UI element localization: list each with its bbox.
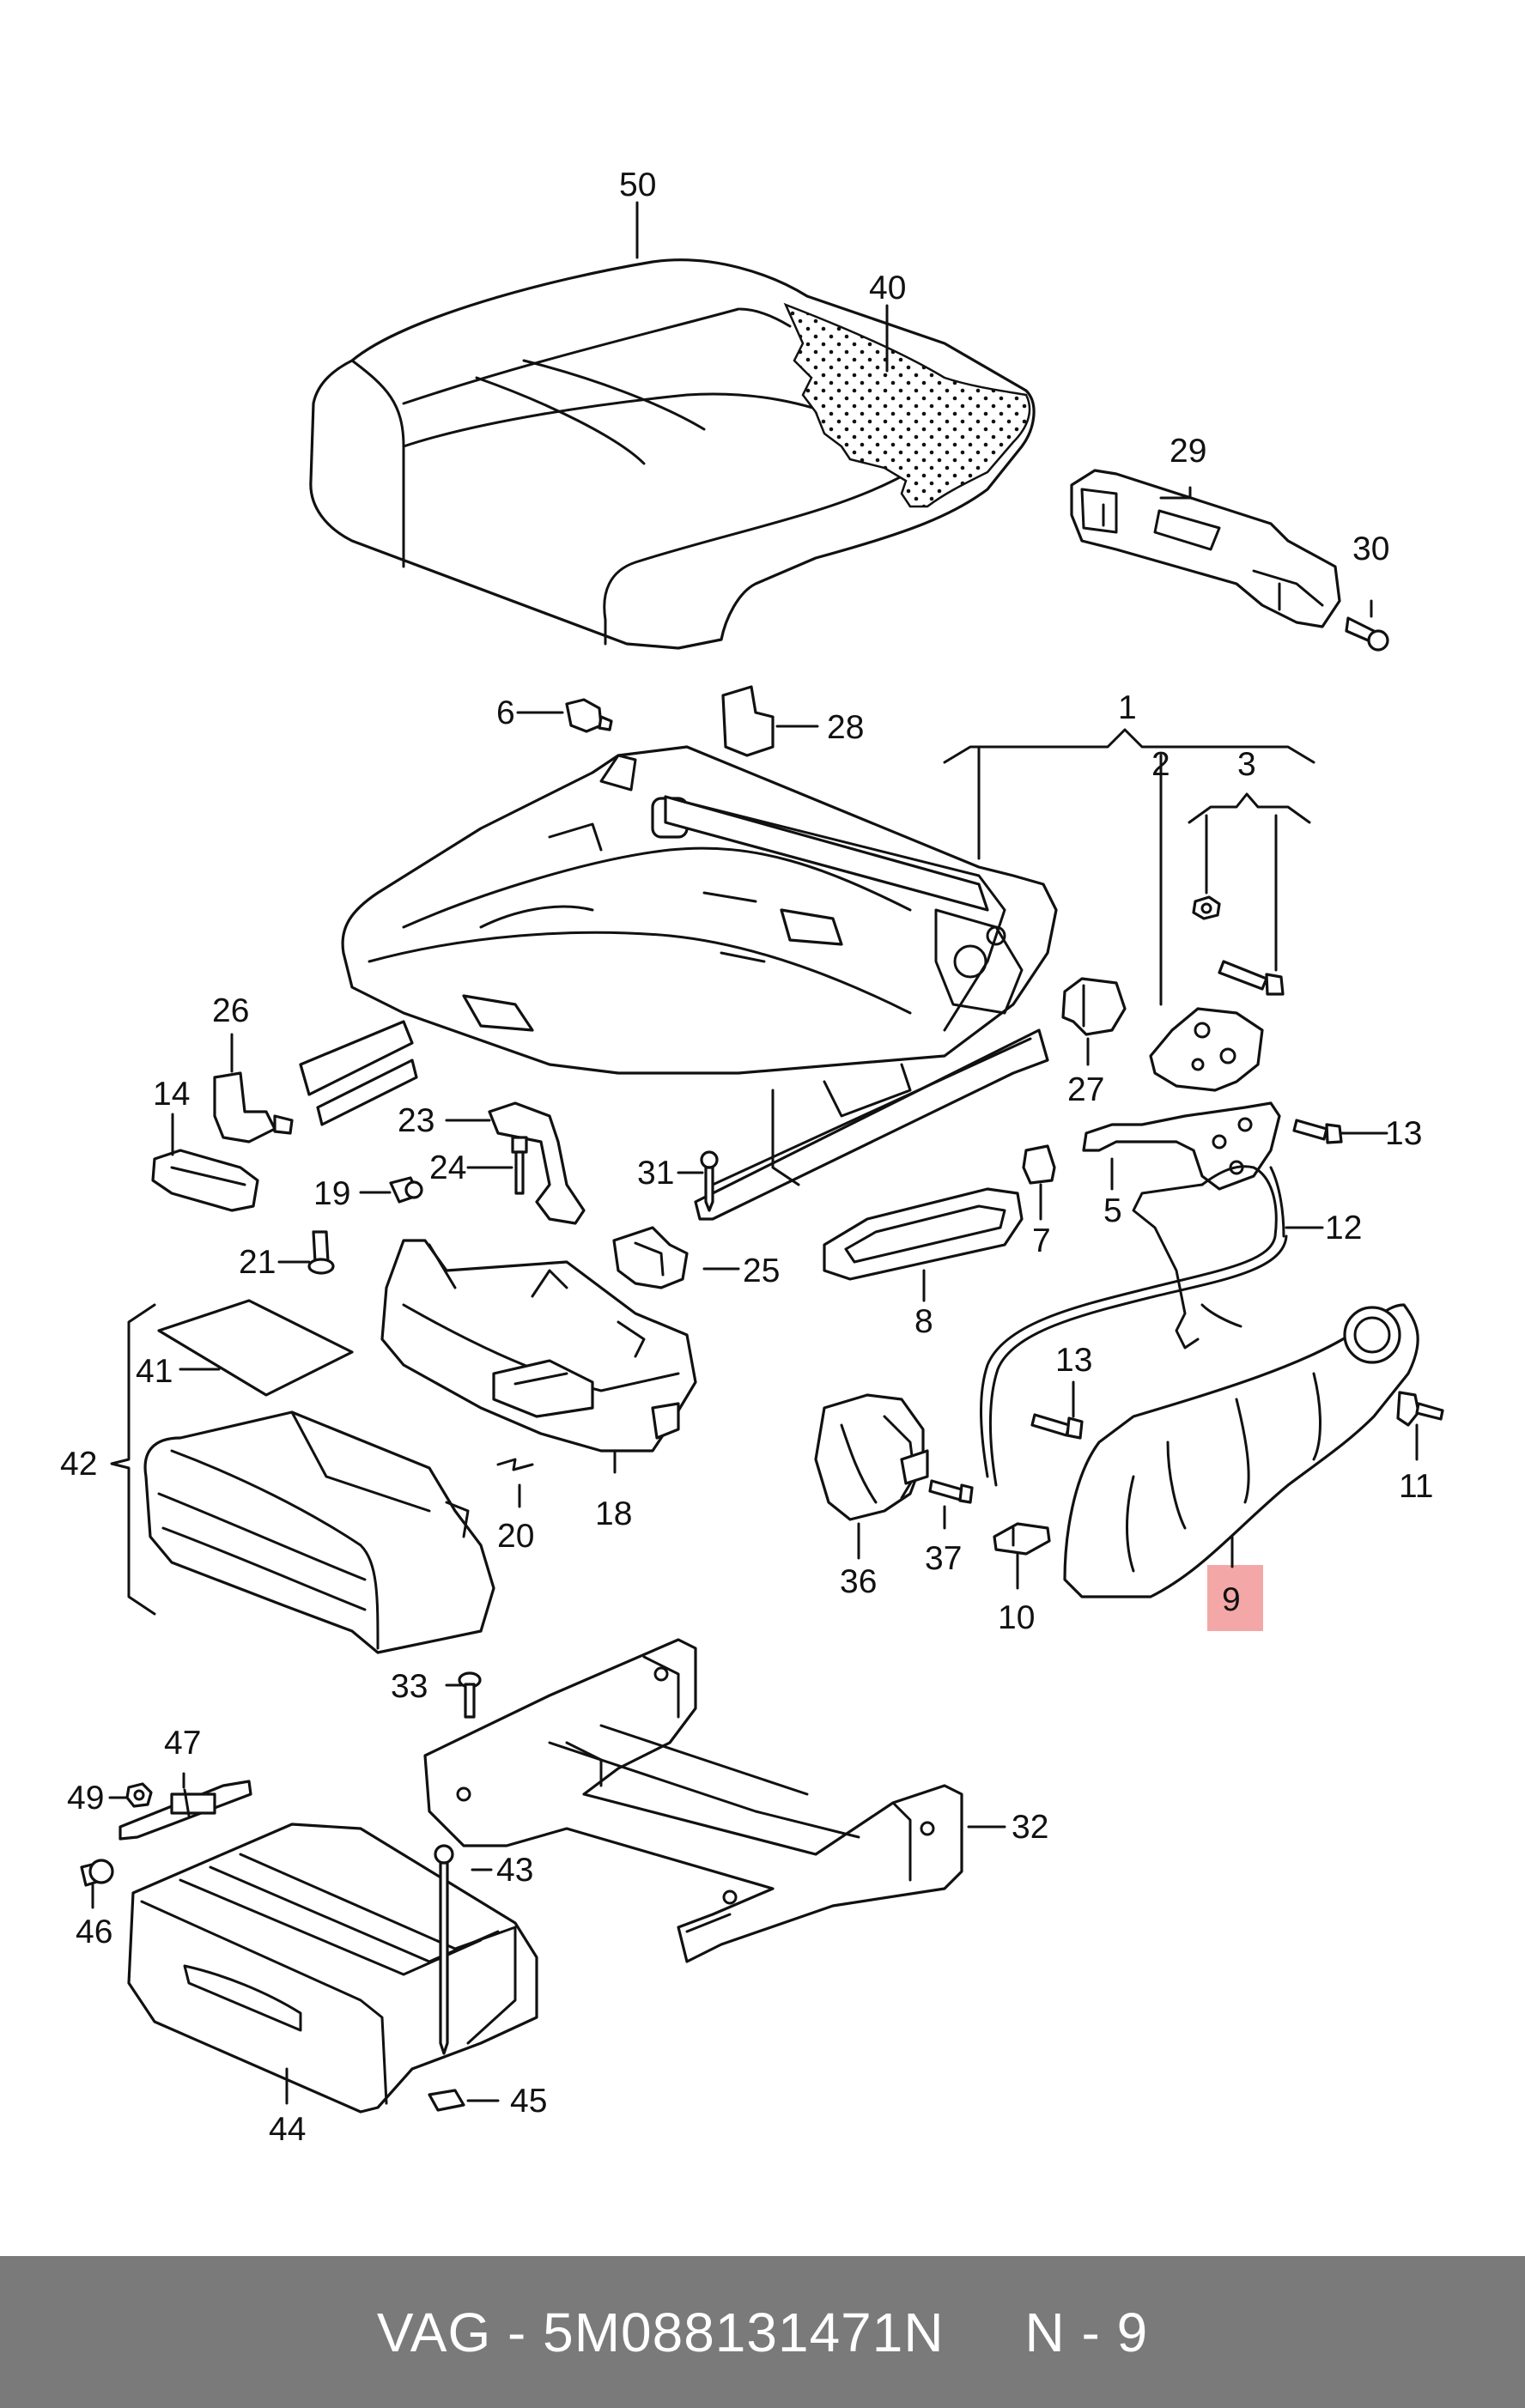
screw-30 bbox=[1345, 616, 1389, 652]
clip-7 bbox=[1022, 1144, 1056, 1185]
label-46: 46 bbox=[76, 1914, 112, 1950]
label-24: 24 bbox=[429, 1149, 466, 1186]
label-41: 41 bbox=[136, 1353, 173, 1390]
base-frame-32 bbox=[423, 1638, 963, 1963]
trim-8 bbox=[823, 1187, 1024, 1281]
label-33: 33 bbox=[391, 1668, 428, 1705]
label-42: 42 bbox=[60, 1446, 97, 1483]
bracket-2 bbox=[1149, 1007, 1264, 1092]
bracket-23 bbox=[488, 1101, 586, 1225]
nut-49 bbox=[125, 1782, 153, 1808]
bolt-6 bbox=[565, 698, 613, 733]
clip-25 bbox=[612, 1226, 689, 1289]
label-31: 31 bbox=[637, 1155, 674, 1192]
label-30: 30 bbox=[1352, 531, 1389, 567]
spring-20 bbox=[496, 1458, 534, 1471]
label-23: 23 bbox=[398, 1102, 434, 1139]
seat-rails bbox=[299, 1020, 1049, 1221]
label-2: 2 bbox=[1151, 746, 1170, 783]
label-14: 14 bbox=[153, 1076, 190, 1113]
label-11: 11 bbox=[1399, 1468, 1434, 1505]
clip-26 bbox=[213, 1071, 294, 1143]
clip-45 bbox=[428, 2089, 465, 2112]
heating-mat bbox=[783, 302, 1031, 508]
part-footer-bar: VAG - 5M088131471N N - 9 bbox=[0, 2256, 1525, 2408]
handle-14 bbox=[151, 1149, 259, 1212]
label-37: 37 bbox=[925, 1540, 962, 1577]
label-28: 28 bbox=[827, 709, 864, 746]
bolt-46 bbox=[80, 1859, 114, 1887]
tray-42 bbox=[143, 1410, 495, 1654]
bolt-13-top bbox=[1292, 1119, 1343, 1144]
clip-28 bbox=[721, 685, 775, 757]
label-9: 9 bbox=[1222, 1581, 1241, 1618]
label-45: 45 bbox=[510, 2083, 547, 2120]
label-36: 36 bbox=[840, 1563, 877, 1600]
label-12: 12 bbox=[1325, 1210, 1362, 1246]
leader-lines bbox=[91, 201, 1419, 2105]
bolt-24 bbox=[511, 1136, 528, 1195]
label-7: 7 bbox=[1032, 1222, 1051, 1259]
screw-37 bbox=[928, 1479, 974, 1504]
seat-frame bbox=[341, 745, 1058, 1075]
clip-11 bbox=[1396, 1391, 1444, 1427]
label-43: 43 bbox=[496, 1852, 533, 1889]
label-44: 44 bbox=[269, 2111, 306, 2148]
cover-36 bbox=[814, 1393, 929, 1521]
label-5: 5 bbox=[1103, 1192, 1122, 1229]
bolt-33 bbox=[458, 1671, 482, 1719]
screw-31 bbox=[700, 1150, 719, 1212]
label-49: 49 bbox=[67, 1780, 104, 1817]
label-26: 26 bbox=[212, 992, 249, 1029]
label-27: 27 bbox=[1067, 1071, 1104, 1108]
nut-3 bbox=[1192, 895, 1221, 920]
label-21: 21 bbox=[239, 1244, 276, 1281]
label-3: 3 bbox=[1237, 746, 1256, 783]
bracket-47 bbox=[118, 1780, 252, 1841]
label-25: 25 bbox=[743, 1253, 780, 1289]
parts-diagram: 50 40 29 30 6 28 1 2 3 26 14 27 23 13 24… bbox=[60, 167, 1444, 2148]
label-13b: 13 bbox=[1055, 1342, 1092, 1379]
screw-43 bbox=[434, 1844, 454, 2055]
bolt-13-mid bbox=[1030, 1413, 1084, 1440]
label-19: 19 bbox=[313, 1175, 350, 1212]
label-13a: 13 bbox=[1385, 1115, 1422, 1152]
label-20: 20 bbox=[497, 1518, 534, 1555]
drawer-44 bbox=[127, 1823, 538, 2114]
side-panel-9 bbox=[1063, 1303, 1419, 1598]
cable-12 bbox=[980, 1165, 1288, 1487]
bolt-21 bbox=[307, 1230, 335, 1275]
label-40: 40 bbox=[869, 270, 906, 306]
bushing-19 bbox=[389, 1176, 423, 1204]
label-8: 8 bbox=[914, 1303, 933, 1340]
callout-labels: 50 40 29 30 6 28 1 2 3 26 14 27 23 13 24… bbox=[60, 167, 1434, 2148]
label-18: 18 bbox=[595, 1495, 632, 1532]
label-50: 50 bbox=[619, 167, 656, 203]
latch-27 bbox=[1061, 977, 1127, 1036]
pad-41 bbox=[157, 1299, 354, 1397]
label-6: 6 bbox=[496, 694, 515, 731]
console-18 bbox=[380, 1239, 697, 1453]
bolt-3 bbox=[1218, 960, 1285, 996]
adjuster-rail bbox=[1070, 469, 1341, 628]
label-47: 47 bbox=[164, 1725, 201, 1762]
part-number-caption: VAG - 5M088131471N N - 9 bbox=[376, 2301, 1149, 2363]
label-29: 29 bbox=[1170, 433, 1206, 470]
clip-10 bbox=[993, 1522, 1051, 1556]
label-1: 1 bbox=[1118, 689, 1137, 726]
label-10: 10 bbox=[998, 1599, 1035, 1636]
label-32: 32 bbox=[1012, 1809, 1048, 1846]
highlight-box bbox=[1207, 1565, 1263, 1631]
